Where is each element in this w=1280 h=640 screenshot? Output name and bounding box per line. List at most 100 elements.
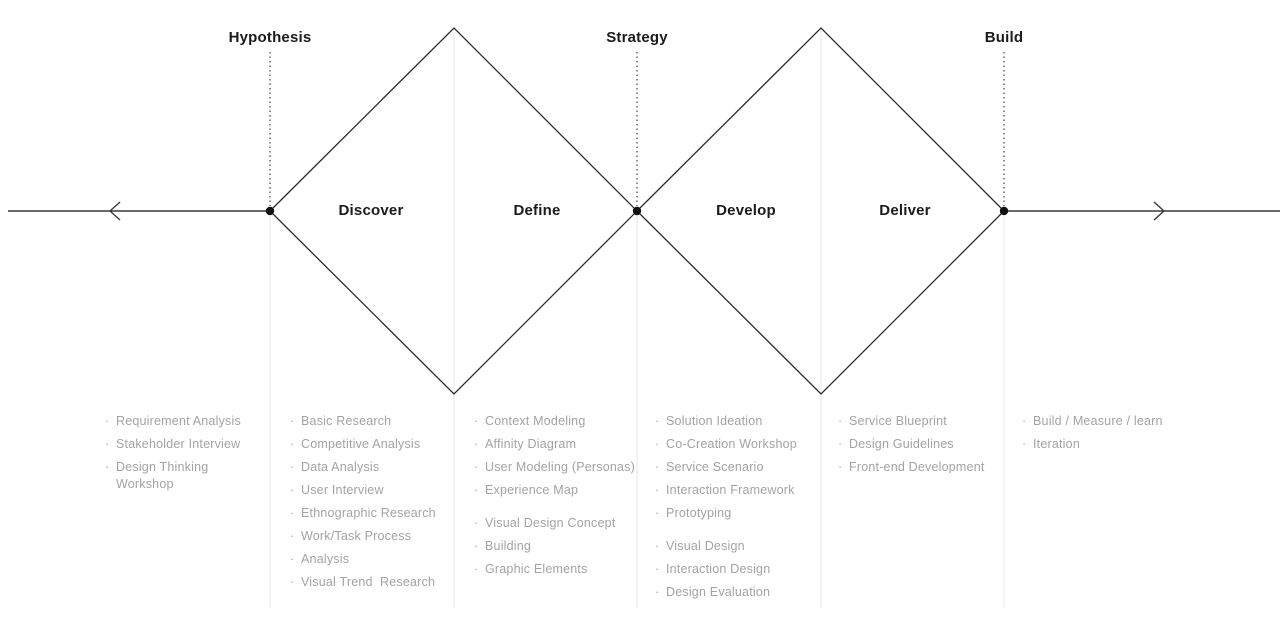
list-item: · Context Modeling <box>474 413 664 430</box>
activity-group: ·Solution Ideation·Co-Creation Workshop·… <box>655 413 845 522</box>
activity-label: Building <box>485 539 532 553</box>
activity-label: Data Analysis <box>301 460 380 474</box>
activity-group: ·Build / Measure / learn·Iteration <box>1022 413 1212 453</box>
list-item: · Service Blueprint <box>838 413 1028 430</box>
milestone-label-build: Build <box>984 29 1024 46</box>
list-item: · Design Evaluation <box>655 584 845 601</box>
list-item: ·Stakeholder Interview <box>105 436 295 453</box>
activity-label: Interaction Framework <box>666 483 795 497</box>
list-item: · Co-Creation Workshop <box>655 436 845 453</box>
bullet-icon: · <box>1022 414 1027 428</box>
activity-label: User Modeling (Personas) <box>485 460 635 474</box>
activity-list-discover: · Basic Research · Competitive Analysis · Dat… <box>290 413 480 607</box>
activity-label: Context Modeling <box>485 414 586 428</box>
bullet-icon: · <box>105 414 110 428</box>
arrow-left-icon <box>108 201 121 221</box>
list-item: · Building <box>474 538 664 555</box>
list-item: · Basic Research <box>290 413 480 430</box>
activity-group: · Service Blueprint · Design Guidelines · Fro… <box>838 413 1028 476</box>
phase-label-deliver: Deliver <box>879 202 931 219</box>
list-item: · Data Analysis <box>290 459 480 476</box>
bullet-icon: · <box>474 562 479 576</box>
bullet-icon: · <box>655 539 660 553</box>
bullet-icon: · <box>290 552 295 566</box>
activity-label: User Interview <box>301 483 384 497</box>
bullet-icon: · <box>474 483 479 497</box>
list-item: · Visual Design Concept <box>474 515 664 532</box>
bullet-icon: · <box>655 562 660 576</box>
activity-label: Design Guidelines <box>849 437 954 451</box>
bullet-icon: · <box>838 460 843 474</box>
activity-label: Design Thinking Workshop <box>116 460 213 491</box>
bullet-icon: · <box>105 460 110 474</box>
arrow-right-icon <box>1153 201 1166 221</box>
list-item: · Interaction Framework <box>655 482 845 499</box>
activity-label: Service Blueprint <box>849 414 947 428</box>
milestone-label-strategy: Strategy <box>606 29 668 46</box>
list-item: · Work/Task Process <box>290 528 480 545</box>
bullet-icon: · <box>290 460 295 474</box>
activity-group: ·Requirement Analysis ·Stakeholder Interv… <box>105 413 295 493</box>
bullet-icon: · <box>290 483 295 497</box>
bullet-icon: · <box>1022 437 1027 451</box>
list-item: · Experience Map <box>474 482 664 499</box>
bullet-icon: · <box>655 483 660 497</box>
activity-label: Build / Measure / learn <box>1033 414 1163 428</box>
list-item: · Solution Ideation <box>655 413 845 430</box>
list-item: · Ethnographic Research <box>290 505 480 522</box>
bullet-icon: · <box>655 585 660 599</box>
activity-label: Prototyping <box>666 506 732 520</box>
list-item: · User Interview <box>290 482 480 499</box>
list-item: ·Graphic Elements <box>474 561 664 578</box>
bullet-icon: · <box>655 460 660 474</box>
activity-list-build: ·Build / Measure / learn·Iteration <box>1022 413 1212 469</box>
activity-group: ·Context Modeling·Affinity Diagram·User … <box>474 413 664 499</box>
bullet-icon: · <box>474 414 479 428</box>
activity-group: · Basic Research · Competitive Analysis · Dat… <box>290 413 480 591</box>
activity-label: Visual Design <box>666 539 745 553</box>
activity-label: Competitive Analysis <box>301 437 421 451</box>
bullet-icon: · <box>290 575 295 589</box>
list-item: · Interaction Design <box>655 561 845 578</box>
activity-label: Front-end Development <box>849 460 985 474</box>
activity-label: Solution Ideation <box>666 414 763 428</box>
list-item: · Design Guidelines <box>838 436 1028 453</box>
bullet-icon: · <box>474 460 479 474</box>
activity-label: Design Evaluation <box>666 585 771 599</box>
activity-label: Interaction Design <box>666 562 771 576</box>
list-item: · Build / Measure / learn <box>1022 413 1212 430</box>
activity-label: Visual Design Concept <box>485 516 616 530</box>
bullet-icon: · <box>290 529 295 543</box>
list-item: · User Modeling (Personas) <box>474 459 664 476</box>
list-item: ·Prototyping <box>655 505 845 522</box>
list-item: ·Requirement Analysis <box>105 413 295 430</box>
activity-group: · Visual Design · Interaction Design · Design… <box>655 538 845 601</box>
phase-label-define: Define <box>513 202 561 219</box>
activity-list-develop: ·Solution Ideation·Co-Creation Workshop·… <box>655 413 845 617</box>
bullet-icon: · <box>838 437 843 451</box>
activity-label: Work/Task Process <box>301 529 412 543</box>
list-item: ·Affinity Diagram <box>474 436 664 453</box>
phase-label-develop: Develop <box>716 202 776 219</box>
bullet-icon: · <box>655 437 660 451</box>
list-item: ·Service Scenario <box>655 459 845 476</box>
list-item: · Front-end Development <box>838 459 1028 476</box>
list-item: · Design Thinking Workshop <box>105 459 295 493</box>
milestone-label-hypothesis: Hypothesis <box>228 29 312 46</box>
bullet-icon: · <box>474 516 479 530</box>
activity-list-deliver: · Service Blueprint · Design Guidelines · Fro… <box>838 413 1028 492</box>
bullet-icon: · <box>655 414 660 428</box>
bullet-icon: · <box>290 437 295 451</box>
activity-label: Basic Research <box>301 414 392 428</box>
list-item: · Visual Design <box>655 538 845 555</box>
activity-label: Experience Map <box>485 483 579 497</box>
activity-label: Visual Trend Research <box>301 575 436 589</box>
bullet-icon: · <box>105 437 110 451</box>
activity-label: Ethnographic Research <box>301 506 436 520</box>
activity-label: Co-Creation Workshop <box>666 437 797 451</box>
node-dot-strategy <box>632 206 642 216</box>
activity-list-define: ·Context Modeling·Affinity Diagram·User … <box>474 413 664 594</box>
bullet-icon: · <box>290 506 295 520</box>
